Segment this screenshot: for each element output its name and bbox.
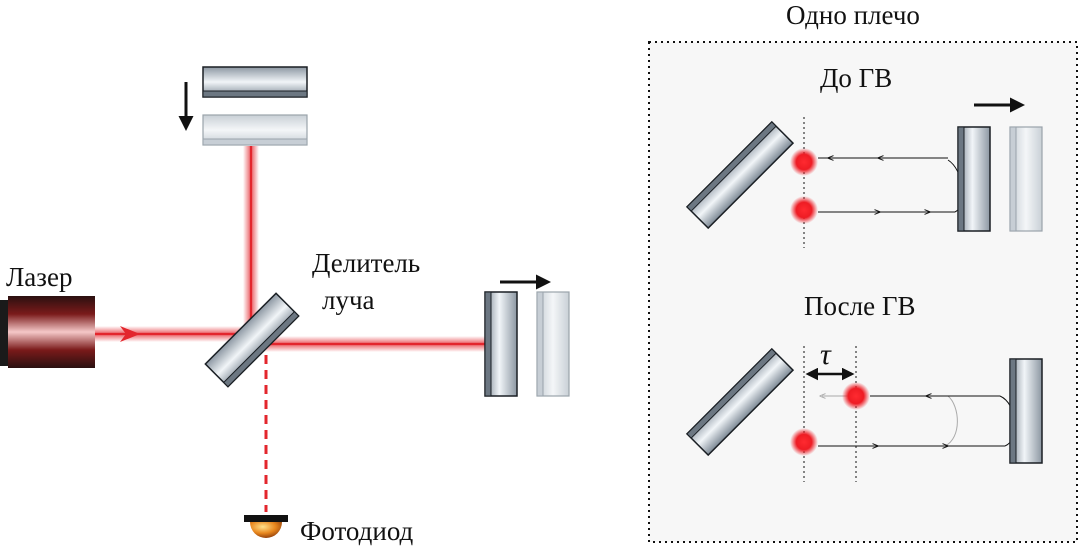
panel-title: Одно плечо xyxy=(786,0,920,30)
before-splitter xyxy=(685,120,795,230)
before-gw-label: До ГВ xyxy=(820,63,892,93)
photodiode xyxy=(244,515,288,538)
before-end-mirror xyxy=(957,126,991,232)
after-dot-bottom xyxy=(790,428,818,456)
splitter-label-line1: Делитель xyxy=(312,248,420,278)
after-gw-label: После ГВ xyxy=(804,291,915,321)
laser-source xyxy=(0,296,95,368)
single-arm-panel xyxy=(648,41,1078,543)
before-dot-top xyxy=(790,148,818,176)
after-dot-shifted xyxy=(842,382,870,410)
laser-beams xyxy=(95,146,485,512)
before-end-mirror-ghost xyxy=(1009,126,1043,232)
splitter-label-line2: луча xyxy=(322,285,375,315)
after-end-mirror xyxy=(1009,358,1043,464)
right-mirror xyxy=(484,291,518,397)
right-mirror-ghost xyxy=(536,291,570,397)
before-dot-bottom xyxy=(790,196,818,224)
beam-splitter xyxy=(204,292,300,388)
after-splitter xyxy=(685,347,795,457)
photodiode-label: Фотодиод xyxy=(300,516,414,546)
tau-label: τ xyxy=(820,338,832,371)
top-mirror-ghost xyxy=(202,114,308,146)
laser-label: Лазер xyxy=(6,262,72,292)
beam-arrow-icon xyxy=(120,326,140,342)
top-mirror xyxy=(202,66,308,98)
